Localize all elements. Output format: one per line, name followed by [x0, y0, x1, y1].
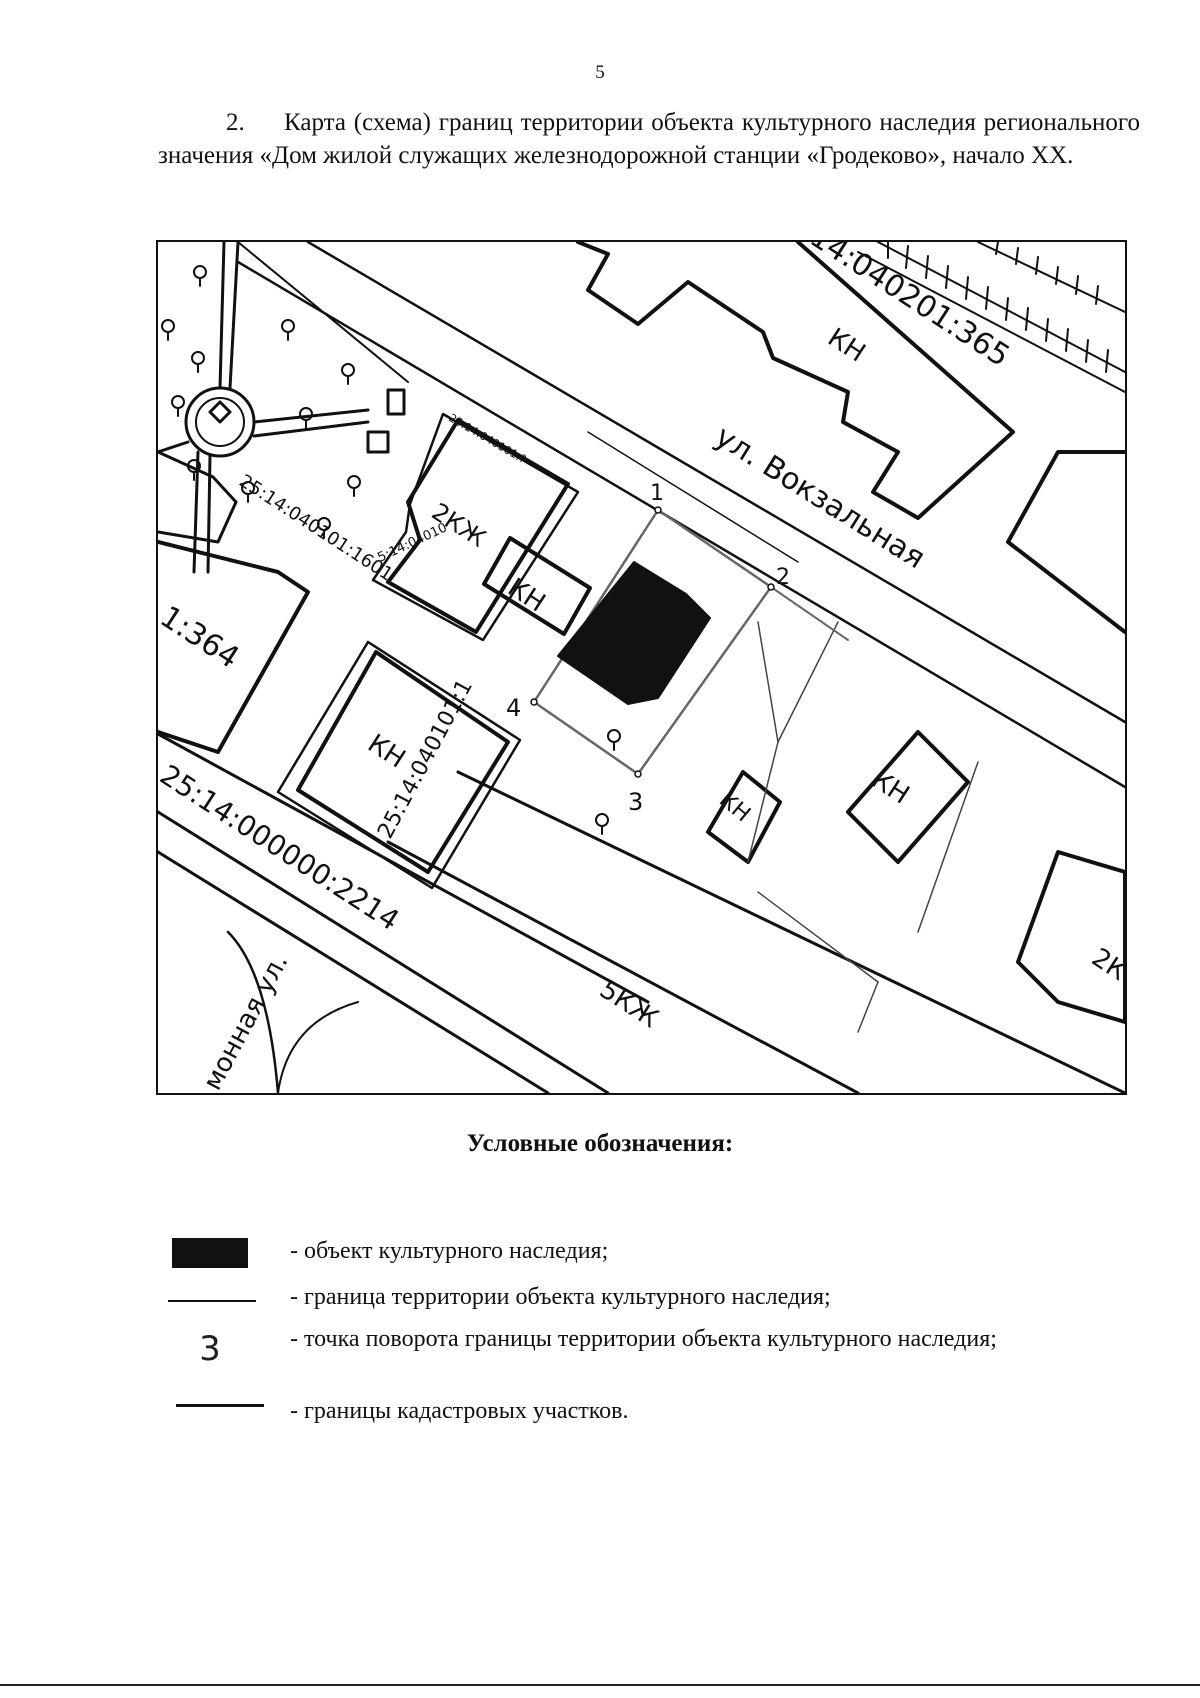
label-street-bottom: монная ул.	[198, 949, 295, 1093]
legend-text: - граница территории объекта культурного…	[290, 1284, 831, 1310]
label-kn-right: КН	[866, 765, 914, 811]
building-left	[158, 540, 310, 754]
park-plaza	[158, 242, 409, 574]
parcel-kn-left	[276, 640, 522, 890]
boundary-segment	[770, 586, 849, 641]
railway-track	[857, 242, 1125, 393]
boundary-line-swatch	[168, 1300, 256, 1302]
label-parcel-364: 1:364	[158, 599, 245, 675]
building-kn-right	[846, 730, 970, 864]
heritage-object	[557, 561, 711, 705]
legend-title: Условные обозначения:	[466, 1130, 734, 1157]
turning-point-3: 3	[628, 788, 643, 816]
turning-point-swatch: 3	[199, 1329, 221, 1369]
cadastral-thin-lines	[747, 621, 979, 1033]
page-number: 5	[595, 62, 605, 83]
cadastral-map: ул. Вокзальная монная ул. 14:040201:365 …	[156, 240, 1127, 1095]
turning-point-4-marker	[530, 698, 538, 706]
legend-item-territory-boundary: - граница территории объекта культурного…	[160, 1282, 1120, 1318]
label-kn-small: КН	[714, 787, 755, 827]
label-kn-top: КН	[822, 323, 870, 369]
legend-item-heritage-object: - объект культурного наследия;	[160, 1236, 1120, 1272]
turning-point-3-marker	[634, 770, 642, 778]
turning-point-2-marker	[767, 583, 775, 591]
turning-point-1: 1	[650, 481, 664, 506]
turning-point-1-marker	[654, 506, 662, 514]
turning-point-2: 2	[776, 565, 790, 590]
building-kn-mid	[482, 536, 592, 636]
parcel-small	[371, 412, 580, 642]
label-parcel-small-a: 25:14:040101:?	[447, 411, 529, 466]
legend-text: - точка поворота границы территории объе…	[290, 1326, 997, 1352]
legend-item-turning-point: 3 - точка поворота границы территории об…	[160, 1324, 1120, 1386]
label-kn-left: КН	[362, 729, 410, 775]
building-2kzh	[386, 418, 570, 634]
legend-item-cadastral-boundaries: - границы кадастровых участков.	[160, 1396, 1120, 1432]
building-right-1	[1006, 450, 1125, 634]
street-vokzalnaya-lines	[236, 242, 1125, 789]
label-2kzh: 2КЖ	[427, 498, 491, 553]
legend-text: - объект культурного наследия;	[290, 1238, 609, 1264]
building-kn-top	[576, 242, 1015, 520]
tree-icons	[161, 265, 621, 835]
building-2k-right	[1016, 850, 1125, 1024]
bottom-rule	[0, 1684, 1200, 1686]
lower-roads	[158, 732, 1125, 1093]
label-2k-right: 2К	[1086, 943, 1125, 987]
map-heading: 2. Карта (схема) границ территории объек…	[158, 109, 1140, 169]
turning-point-4: 4	[506, 694, 521, 722]
cadastral-line-swatch	[176, 1404, 264, 1407]
building-kn-left	[296, 650, 510, 874]
legend-text: - границы кадастровых участков.	[290, 1398, 629, 1424]
heritage-object-swatch	[172, 1238, 248, 1268]
